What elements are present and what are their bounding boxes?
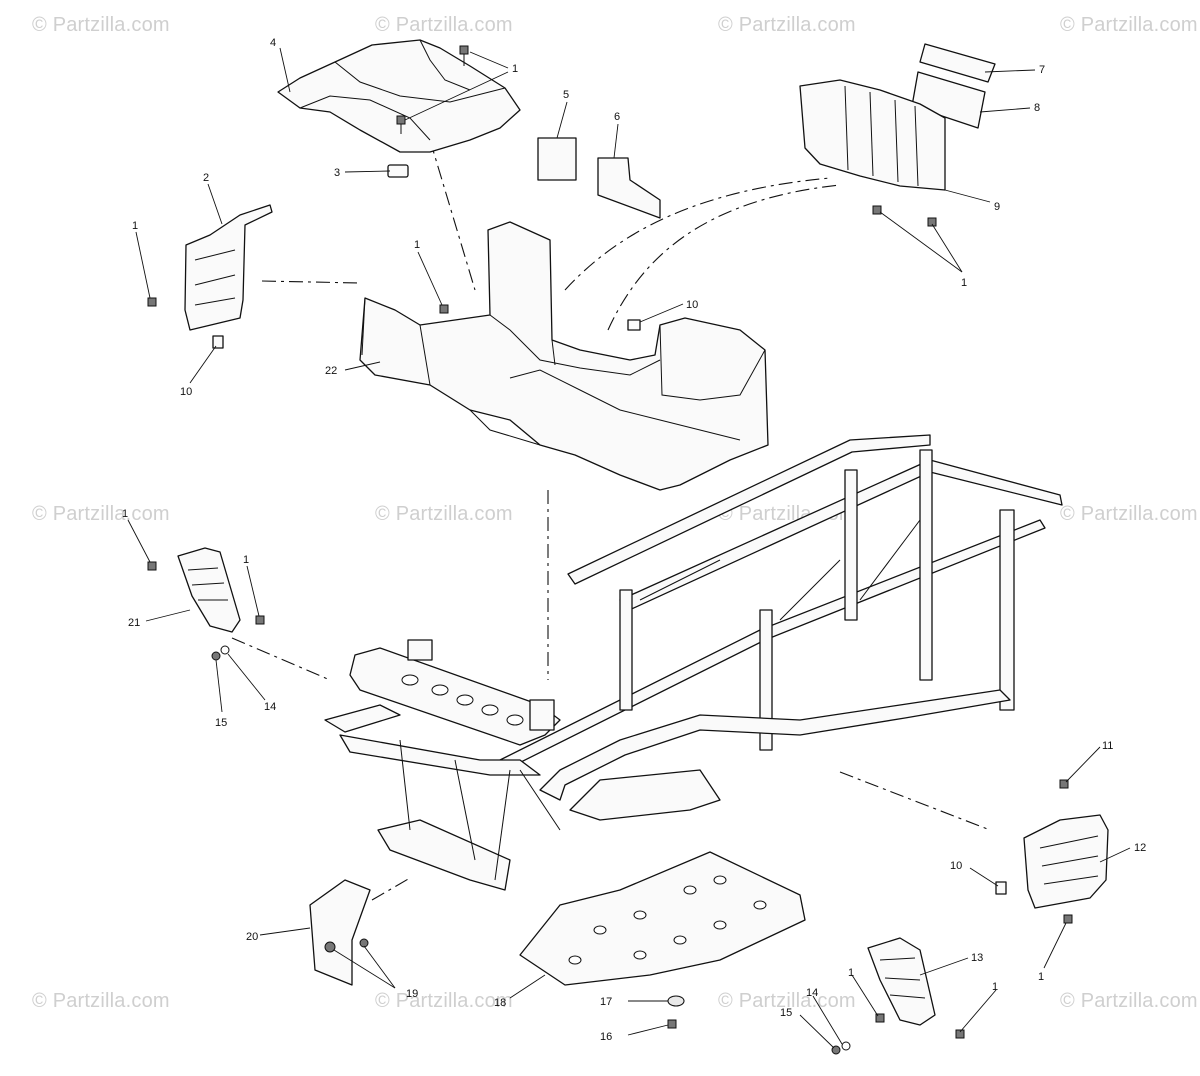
callout-1: 1 <box>1038 971 1044 983</box>
watermark: © Partzilla.com <box>32 14 170 36</box>
part-17-washer <box>667 995 685 1007</box>
fastener-screw <box>147 561 157 571</box>
part-7-decal <box>919 43 996 83</box>
fastener-screws-right <box>872 205 937 227</box>
callout-7: 7 <box>1039 64 1045 76</box>
leader-lines <box>127 47 1131 1049</box>
callout-4: 4 <box>270 37 276 49</box>
fastener-screw <box>875 1013 885 1023</box>
part-16-screw <box>667 1019 677 1029</box>
part-12-side-panel <box>1023 814 1109 909</box>
watermark: © Partzilla.com <box>32 503 170 525</box>
callout-21: 21 <box>128 617 140 629</box>
part-2-side-panel <box>184 204 273 331</box>
watermark: © Partzilla.com <box>375 990 513 1012</box>
callout-14: 14 <box>806 987 818 999</box>
part-21-bracket <box>177 547 241 633</box>
callout-8: 8 <box>1034 102 1040 114</box>
part-6-decal <box>597 157 661 219</box>
callout-1: 1 <box>848 967 854 979</box>
part-15-nut <box>211 651 221 661</box>
watermark: © Partzilla.com <box>32 990 170 1012</box>
part-4-floor-panel <box>277 39 521 153</box>
fastener-screw <box>1059 779 1069 789</box>
part-5-decal <box>537 137 577 181</box>
callout-1: 1 <box>512 63 518 75</box>
callout-10: 10 <box>180 386 192 398</box>
callout-15: 15 <box>215 717 227 729</box>
callout-17: 17 <box>600 996 612 1008</box>
callout-1: 1 <box>132 220 138 232</box>
fastener-screws-top <box>396 45 469 134</box>
callout-20: 20 <box>246 931 258 943</box>
callout-10: 10 <box>686 299 698 311</box>
part-18-skid-plate <box>519 851 806 986</box>
part-14-washer <box>841 1041 851 1051</box>
callout-1: 1 <box>122 508 128 520</box>
callout-5: 5 <box>563 89 569 101</box>
fastener-screw <box>255 615 265 625</box>
callout-18: 18 <box>494 997 506 1009</box>
watermark: © Partzilla.com <box>375 503 513 525</box>
callout-15: 15 <box>780 1007 792 1019</box>
part-9-rear-panel <box>799 79 946 191</box>
watermark: © Partzilla.com <box>718 14 856 36</box>
part-19-fastener <box>324 941 336 953</box>
watermark: © Partzilla.com <box>1060 503 1198 525</box>
watermark: © Partzilla.com <box>718 990 856 1012</box>
callout-1: 1 <box>414 239 420 251</box>
watermark: © Partzilla.com <box>375 14 513 36</box>
fastener-screw <box>147 297 157 307</box>
callout-6: 6 <box>614 111 620 123</box>
callout-3: 3 <box>334 167 340 179</box>
callout-1: 1 <box>992 981 998 993</box>
callout-22: 22 <box>325 365 337 377</box>
part-10-clip <box>995 881 1007 895</box>
callout-10: 10 <box>950 860 962 872</box>
part-3-clip <box>387 164 409 178</box>
callout-labels: 4 1 3 5 6 7 8 9 1 2 1 10 1 10 22 1 1 21 … <box>122 37 1146 1043</box>
callout-11: 11 <box>1102 740 1113 752</box>
callout-9: 9 <box>994 201 1000 213</box>
fastener-screw <box>955 1029 965 1039</box>
callout-19: 19 <box>406 988 418 1000</box>
part-14-washer <box>220 645 230 655</box>
watermark: © Partzilla.com <box>1060 14 1198 36</box>
callout-16: 16 <box>600 1031 612 1043</box>
fastener-screw <box>1063 914 1073 924</box>
callout-2: 2 <box>203 172 209 184</box>
callout-1: 1 <box>243 554 249 566</box>
part-13-bracket <box>867 937 936 1026</box>
assembly-lines <box>231 139 991 901</box>
part-20-bracket <box>309 879 371 986</box>
watermark: © Partzilla.com <box>1060 990 1198 1012</box>
part-19-fastener <box>359 938 369 948</box>
part-10-clip <box>212 335 224 349</box>
callout-12: 12 <box>1134 842 1146 854</box>
callout-13: 13 <box>971 952 983 964</box>
fastener-screw <box>439 304 449 314</box>
part-22-floor-tub <box>359 221 769 491</box>
chassis-frame <box>324 434 1063 891</box>
part-10-clip <box>627 319 641 331</box>
callout-1: 1 <box>961 277 967 289</box>
part-8-decal <box>911 71 986 129</box>
callout-14: 14 <box>264 701 276 713</box>
